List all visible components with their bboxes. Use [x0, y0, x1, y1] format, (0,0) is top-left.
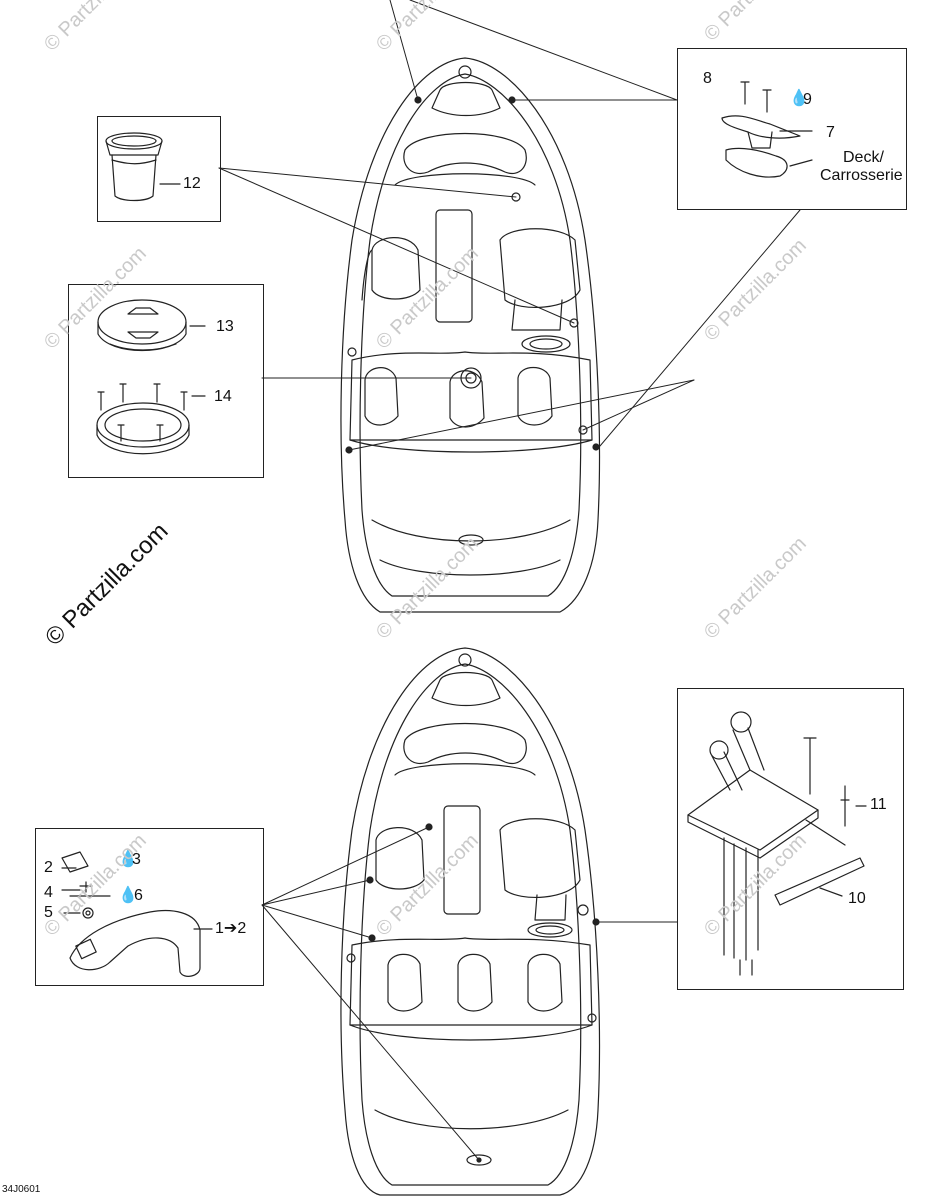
cleat-drawing: [721, 81, 813, 178]
drop-icon: 💧: [118, 851, 138, 868]
deck-plate-box: [68, 284, 264, 478]
cleat-box: [677, 48, 907, 210]
deck-label-line1: Deck/: [843, 149, 884, 166]
callout-14: 14: [214, 388, 232, 405]
callout-8: 8: [703, 70, 712, 87]
callout-13: 13: [216, 318, 234, 335]
callout-11: 11: [870, 796, 887, 813]
callout-1: 1➔2: [215, 920, 247, 937]
throttle-box: [677, 688, 904, 990]
deck-label-line2: Carrosserie: [820, 167, 903, 184]
callout-ticks: [61, 183, 213, 930]
diagram-code: 34J0601: [2, 1184, 41, 1195]
deck-plate-drawing: [96, 299, 206, 455]
cup-holder-drawing: [105, 132, 163, 202]
callout-3: 3: [132, 851, 141, 868]
throttle-lever-drawing: [687, 711, 867, 976]
callout-7: 7: [826, 124, 835, 141]
callout-4: 4: [44, 884, 53, 901]
callout-10: 10: [848, 890, 866, 907]
callout-12: 12: [183, 175, 201, 192]
grab-handle-box: [35, 828, 264, 986]
cup-holder-box: [97, 116, 221, 222]
callout-2: 2: [44, 859, 53, 876]
callout-6: 6: [134, 887, 143, 904]
grab-handle-drawing: [61, 851, 201, 977]
callout-9: 9: [803, 91, 812, 108]
bottom-boat-hull: [340, 647, 601, 1196]
top-boat-hull: [340, 57, 601, 613]
callout-5: 5: [44, 904, 53, 921]
leader-lines: [218, 0, 801, 1161]
drop-icon: 💧: [789, 90, 809, 107]
drop-icon: 💧: [118, 887, 138, 904]
